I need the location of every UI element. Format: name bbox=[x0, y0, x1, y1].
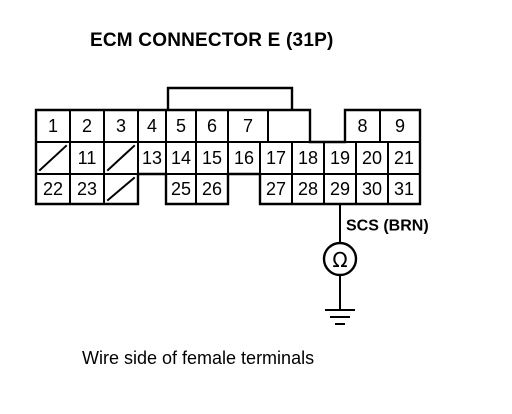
connector-title: ECM CONNECTOR E (31P) bbox=[90, 30, 334, 51]
ground-icon bbox=[325, 309, 355, 325]
terminal-20: 20 bbox=[362, 148, 382, 168]
terminal-28: 28 bbox=[298, 179, 318, 199]
terminal-11: 11 bbox=[78, 148, 97, 168]
terminal-27: 27 bbox=[266, 179, 286, 199]
terminal-8: 8 bbox=[357, 116, 367, 136]
terminal-22: 22 bbox=[43, 179, 63, 199]
terminal-16: 16 bbox=[234, 148, 254, 168]
terminal-13: 13 bbox=[142, 148, 162, 168]
terminal-5: 5 bbox=[176, 116, 186, 136]
terminal-18: 18 bbox=[298, 148, 318, 168]
wire-label: SCS (BRN) bbox=[346, 218, 429, 235]
terminal-9: 9 bbox=[395, 116, 405, 136]
caption: Wire side of female terminals bbox=[82, 348, 315, 368]
terminal-29: 29 bbox=[330, 179, 350, 199]
blank-terminal-slash bbox=[38, 144, 68, 172]
terminal-2: 2 bbox=[82, 116, 92, 136]
terminal-7: 7 bbox=[243, 116, 253, 136]
terminal-15: 15 bbox=[202, 148, 222, 168]
blank-terminal-slash bbox=[106, 176, 136, 202]
terminal-14: 14 bbox=[171, 148, 191, 168]
terminal-30: 30 bbox=[362, 179, 382, 199]
terminal-1: 1 bbox=[48, 116, 58, 136]
terminal-23: 23 bbox=[77, 179, 97, 199]
terminal-25: 25 bbox=[171, 179, 191, 199]
terminal-6: 6 bbox=[207, 116, 217, 136]
terminal-21: 21 bbox=[394, 148, 414, 168]
terminal-4: 4 bbox=[147, 116, 157, 136]
terminal-26: 26 bbox=[202, 179, 222, 199]
terminal-3: 3 bbox=[116, 116, 126, 136]
terminal-17: 17 bbox=[266, 148, 286, 168]
terminal-19: 19 bbox=[330, 148, 350, 168]
ohm-symbol: Ω bbox=[332, 248, 347, 272]
blank-terminal-slash bbox=[106, 144, 136, 172]
connector-lock-tab bbox=[166, 86, 294, 110]
terminal-31: 31 bbox=[394, 179, 414, 199]
